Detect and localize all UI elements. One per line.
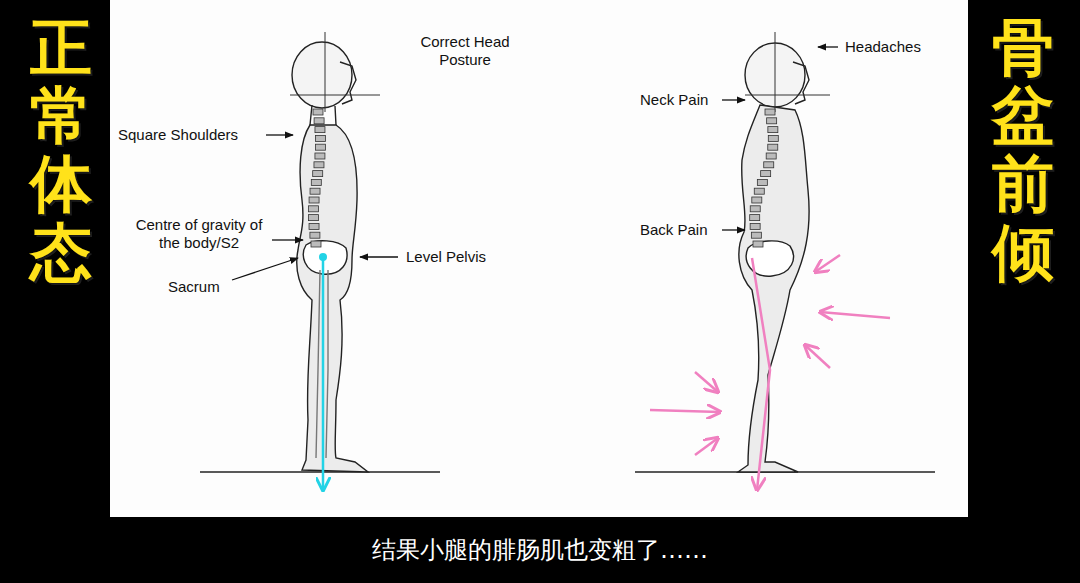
spine bbox=[309, 109, 326, 247]
part-label: Neck Pain bbox=[640, 91, 708, 109]
vertebra bbox=[315, 127, 325, 133]
side-title: 正常体态 bbox=[30, 14, 92, 287]
spine bbox=[750, 109, 779, 247]
vertebra bbox=[767, 118, 777, 124]
vertebra bbox=[752, 197, 762, 203]
gravity-dot bbox=[319, 253, 327, 261]
part-label: Headaches bbox=[845, 38, 921, 56]
vertebra bbox=[311, 179, 321, 185]
vertebra bbox=[315, 144, 325, 150]
vertebra bbox=[768, 144, 778, 150]
vertebra bbox=[314, 118, 324, 124]
vertebra bbox=[751, 232, 761, 238]
vertebra bbox=[311, 241, 321, 247]
part-label: Square Shoulders bbox=[118, 126, 238, 144]
vertebra bbox=[314, 162, 324, 168]
vertebra bbox=[766, 153, 776, 159]
vertebra bbox=[750, 206, 760, 212]
tilt-figure bbox=[635, 32, 935, 472]
vertebra bbox=[309, 197, 319, 203]
part-label: Level Pelvis bbox=[406, 248, 486, 266]
vertebra bbox=[313, 171, 323, 177]
vertebra bbox=[315, 153, 325, 159]
part-label: Correct Head Posture bbox=[400, 33, 530, 69]
gravity-line bbox=[322, 257, 325, 490]
vertebra bbox=[765, 109, 775, 115]
vertebra bbox=[315, 135, 325, 141]
vertebra bbox=[754, 188, 764, 194]
leader-lines bbox=[232, 47, 838, 280]
vertebra bbox=[313, 109, 323, 115]
panel bbox=[110, 0, 968, 517]
vertebra bbox=[310, 232, 320, 238]
pink-line bbox=[752, 258, 770, 490]
vertebra bbox=[757, 179, 767, 185]
subtitle: 结果小腿的腓肠肌也变粗了…… bbox=[0, 534, 1080, 566]
vertebra bbox=[750, 215, 760, 221]
vertebra bbox=[309, 215, 319, 221]
vertebra bbox=[753, 241, 763, 247]
vertebra bbox=[309, 223, 319, 229]
part-label: Back Pain bbox=[640, 221, 708, 239]
part-label: Sacrum bbox=[168, 278, 220, 296]
normal-figure bbox=[200, 32, 440, 472]
vertebra bbox=[750, 223, 760, 229]
vertebra bbox=[310, 188, 320, 194]
part-label: Centre of gravity of the body/S2 bbox=[128, 216, 270, 252]
pressure-arrows bbox=[650, 255, 890, 455]
vertebra bbox=[764, 162, 774, 168]
vertebra bbox=[768, 135, 778, 141]
vertebra bbox=[768, 127, 778, 133]
vertebra bbox=[309, 206, 319, 212]
vertebra bbox=[761, 171, 771, 177]
side-title: 骨盆前倾 bbox=[992, 14, 1054, 287]
